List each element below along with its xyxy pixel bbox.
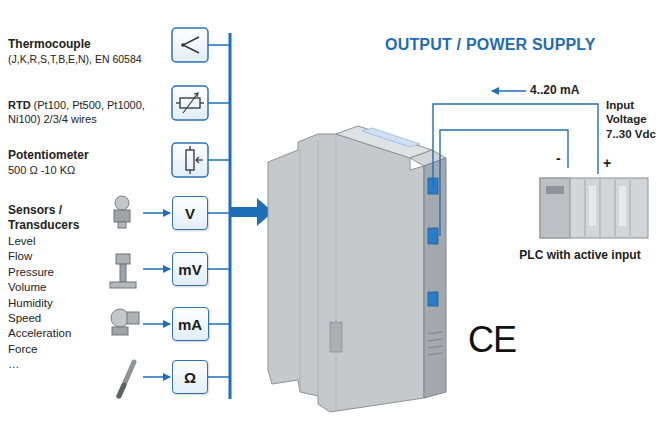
sensor-icon bbox=[127, 312, 139, 324]
rtd-box bbox=[172, 86, 208, 120]
current-arrow bbox=[492, 90, 526, 91]
signal-arrow bbox=[143, 268, 170, 270]
plc-unit: PLC with active input bbox=[505, 174, 655, 266]
thermocouple-box bbox=[172, 28, 208, 62]
measured-quantity: Force bbox=[8, 342, 37, 356]
measured-quantity: Volume bbox=[8, 280, 46, 294]
plc-module-line bbox=[600, 180, 601, 236]
big-arrow bbox=[231, 198, 273, 226]
plc-terminal-strip bbox=[589, 186, 596, 226]
thermocouple-junction bbox=[181, 43, 185, 47]
module-side bbox=[268, 134, 424, 412]
plc-cpu bbox=[540, 178, 570, 238]
measured-quantity: Level bbox=[8, 234, 36, 248]
label-strip bbox=[362, 128, 420, 147]
wiper-head bbox=[196, 157, 199, 163]
module-front bbox=[424, 158, 446, 398]
input-type-name: Potentiometer bbox=[8, 148, 89, 163]
vent bbox=[428, 332, 442, 334]
measured-quantity: Acceleration bbox=[8, 326, 71, 340]
bus-tap bbox=[208, 268, 230, 270]
resistor-lead bbox=[176, 102, 180, 103]
section-title: OUTPUT / POWER SUPPLY bbox=[385, 35, 596, 55]
bus-tap bbox=[208, 102, 230, 104]
sensor-icon bbox=[120, 264, 126, 282]
bus-tap bbox=[208, 376, 230, 378]
signal-arrow bbox=[143, 376, 170, 378]
module-groove bbox=[300, 150, 301, 390]
signal-type-box: mV bbox=[172, 252, 208, 286]
sensor-icon bbox=[118, 222, 126, 228]
signal-type: mV bbox=[178, 261, 201, 278]
probe-icon bbox=[119, 362, 134, 396]
terminal bbox=[428, 292, 438, 306]
signal-type: V bbox=[185, 205, 195, 222]
sensor-icon bbox=[112, 327, 128, 335]
ce-mark: CE bbox=[468, 322, 516, 358]
bus-tap bbox=[208, 323, 230, 325]
input-description: RTD(Pt100, Pt500, Pt1000, Ni100) 2/3/4 w… bbox=[8, 98, 158, 127]
potentiometer-lead bbox=[189, 170, 190, 174]
module-cutout bbox=[330, 322, 342, 352]
potentiometer-lead bbox=[189, 146, 190, 150]
bus-tap bbox=[208, 159, 230, 161]
bus-tap bbox=[208, 212, 230, 214]
signal-type: Ω bbox=[184, 369, 196, 386]
signal-type-box: mA bbox=[172, 307, 209, 341]
vent bbox=[428, 346, 442, 348]
signal-type-box: V bbox=[172, 196, 208, 230]
variable-arrow bbox=[183, 93, 198, 113]
signal-type: mA bbox=[178, 316, 202, 333]
plc-module-line bbox=[585, 180, 586, 236]
vent bbox=[428, 339, 442, 341]
sensor-icon bbox=[115, 196, 129, 210]
potentiometer-box bbox=[172, 143, 208, 177]
sensor-icon bbox=[114, 210, 130, 222]
module-top bbox=[336, 126, 432, 158]
probe-tip bbox=[119, 385, 124, 396]
measured-quantity: Speed bbox=[8, 311, 41, 325]
polarity-sign: - bbox=[556, 150, 561, 168]
input-spec: (J,K,R,S,T,B,E,N), EN 60584 bbox=[8, 53, 142, 66]
sensor-icon bbox=[111, 309, 129, 327]
measured-quantity: Humidity bbox=[8, 296, 53, 310]
signal-type-box: Ω bbox=[172, 360, 208, 394]
input-type-name: Sensors / Transducers bbox=[8, 203, 80, 233]
terminal bbox=[428, 228, 438, 244]
input-type-name: Thermocouple bbox=[8, 37, 91, 52]
signal-label: 4..20 mA bbox=[530, 83, 579, 98]
measured-quantity: Pressure bbox=[8, 265, 54, 279]
plc-terminal-strip bbox=[619, 186, 626, 226]
plc-caption: PLC with active input bbox=[519, 248, 640, 262]
input-type-name: RTD bbox=[8, 99, 31, 111]
resistor-lead bbox=[200, 102, 204, 103]
sensor-icon bbox=[116, 254, 130, 264]
signal-arrow bbox=[143, 212, 170, 214]
supply-label: Input Voltage 7..30 Vdc bbox=[606, 98, 664, 141]
plc-display bbox=[546, 186, 564, 194]
input-spec: 500 Ω -10 KΩ bbox=[8, 164, 75, 178]
potentiometer-symbol bbox=[186, 150, 194, 170]
output-wire bbox=[433, 104, 598, 186]
plc-module-line bbox=[615, 180, 616, 236]
polarity-sign: + bbox=[603, 155, 611, 173]
plc-body bbox=[540, 178, 648, 238]
module-groove bbox=[318, 140, 319, 396]
bus-tap bbox=[208, 44, 230, 46]
variable-arrow-head bbox=[194, 93, 198, 97]
measured-quantity: Flow bbox=[8, 249, 32, 263]
module-groove bbox=[336, 136, 337, 410]
thermocouple-symbol bbox=[183, 37, 199, 53]
vent bbox=[428, 353, 442, 355]
signal-arrow bbox=[143, 323, 170, 325]
sensor-icon bbox=[110, 282, 136, 288]
measured-quantity: … bbox=[8, 357, 20, 371]
plc-module-line bbox=[630, 180, 631, 236]
